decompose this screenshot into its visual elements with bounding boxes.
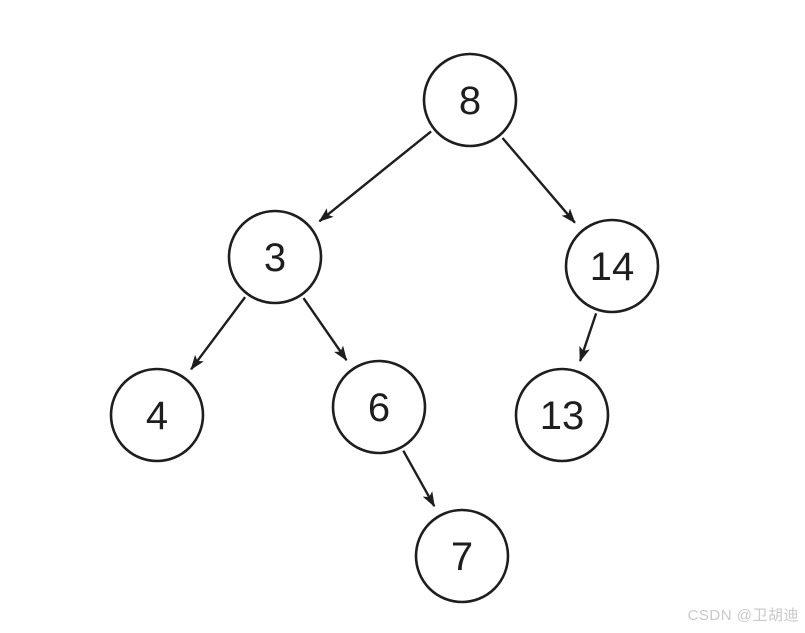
tree-node-circle [227,209,323,305]
tree-node-6: 6 [331,359,427,455]
tree-node-3: 3 [227,209,323,305]
tree-node-circle [414,508,510,604]
tree-node-label: 8 [459,79,481,123]
tree-node-label: 6 [368,386,390,430]
tree-node-circle [564,218,660,314]
tree-node-8: 8 [422,52,518,148]
tree-edge-8-3 [318,130,432,223]
tree-node-label: 4 [146,394,168,438]
tree-node-circle [514,367,610,463]
tree-node-circle [331,359,427,455]
tree-node-13: 13 [514,367,610,463]
tree-node-label: 13 [540,394,585,438]
tree-node-label: 3 [264,236,286,280]
tree-node-label: 7 [451,535,473,579]
tree-edge-14-13 [578,313,598,362]
tree-node-circle [109,367,205,463]
watermark-text: CSDN @卫胡迪 [687,607,799,624]
tree-node-14: 14 [564,218,660,314]
tree-edge-3-6 [302,297,348,362]
tree-node-circle [422,52,518,148]
tree-edge-6-7 [402,450,436,508]
tree-node-4: 4 [109,367,205,463]
tree-node-label: 14 [590,245,635,289]
tree-node-7: 7 [414,508,510,604]
tree-edge-3-4 [190,296,247,371]
tree-edge-8-14 [501,137,576,224]
